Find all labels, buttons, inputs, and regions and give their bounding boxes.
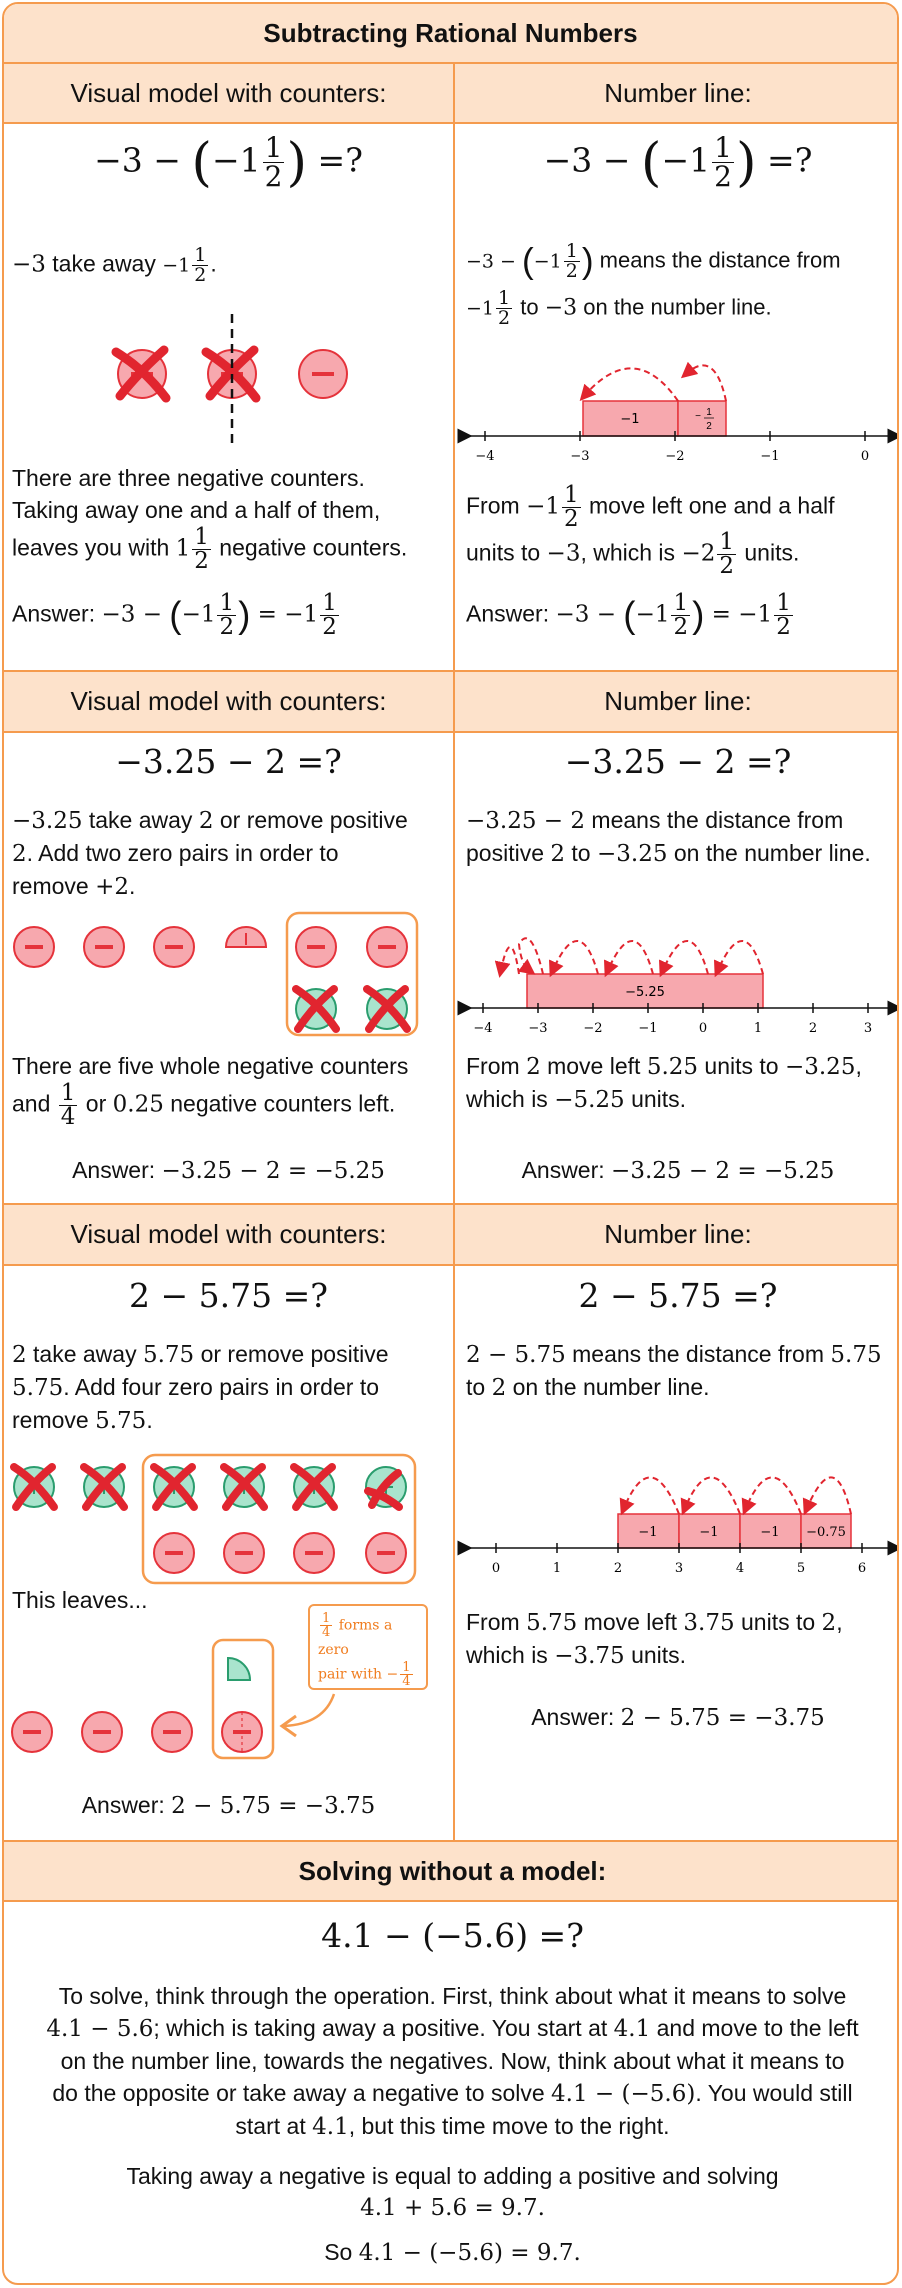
ex2-left-answer: Answer: −3.25 − 2 = −5.25 — [72, 1157, 385, 1184]
svg-text:−: − — [695, 411, 701, 422]
header-solving: Solving without a model: — [4, 1840, 897, 1902]
tick-label: −4 — [475, 449, 494, 464]
header-counters-3: Visual model with counters: — [4, 1203, 453, 1266]
ex3-counters-bottom — [11, 1638, 336, 1760]
tick-label: −4 — [473, 1021, 492, 1036]
tick-label: −1 — [760, 449, 779, 464]
tick-label: −3 — [528, 1021, 547, 1036]
ex2-right-equation: −3.25 − 2 =? — [564, 742, 792, 781]
tick-label: 1 — [754, 1021, 762, 1036]
tick-label: −1 — [638, 1021, 657, 1036]
ex3-number-line: −1 −1 −1 −0.75 0 1 2 3 4 5 6 — [457, 1476, 897, 1576]
header-counters-1: Visual model with counters: — [4, 64, 453, 124]
counter-1 — [111, 345, 171, 403]
solve-equation: 4.1 − (−5.6) =? — [321, 1916, 584, 1955]
ex2-right-answer: Answer: −3.25 − 2 = −5.25 — [521, 1157, 835, 1184]
tick-label: 2 — [809, 1021, 817, 1036]
ex3-left-text: 2 take away 5.75 or remove positive 5.75… — [12, 1341, 389, 1434]
ex2-right-explanation: From 2 move left 5.25 units to −3.25, wh… — [466, 1053, 862, 1113]
tick-label: −3 — [570, 449, 589, 464]
ex2-right-text: −3.25 − 2 means the distance from positi… — [466, 807, 871, 867]
tick-label: 0 — [492, 1561, 500, 1576]
nl-box-label: −1 — [760, 1525, 779, 1540]
tick-label: 6 — [858, 1561, 866, 1576]
tick-label: 2 — [614, 1561, 622, 1576]
ex3-leaves: This leaves... — [12, 1587, 148, 1613]
svg-text:1: 1 — [706, 407, 712, 418]
ex2-left-explanation: There are five whole negative counters a… — [12, 1053, 409, 1130]
solve-conclusion: So 4.1 − (−5.6) = 9.7. — [324, 2239, 581, 2266]
ex3-right-explanation: From 5.75 move left 3.75 units to 2, whi… — [466, 1609, 843, 1669]
ex3-right-answer: Answer: 2 − 5.75 = −3.75 — [531, 1704, 825, 1731]
solve-paragraph: To solve, think through the operation. F… — [46, 1983, 859, 2140]
ex3-right-equation: 2 − 5.75 =? — [578, 1276, 778, 1315]
ex1-number-line: −1 − 1 2 −4 −3 −2 −1 0 — [457, 361, 897, 464]
tick-label: 1 — [553, 1561, 561, 1576]
ex1-counters — [111, 314, 348, 444]
tick-label: 3 — [864, 1021, 872, 1036]
tick-label: −2 — [583, 1021, 602, 1036]
ex1-left-explanation: There are three negative counters. Takin… — [12, 465, 408, 574]
ex2-counters — [13, 911, 419, 1037]
tick-label: −2 — [665, 449, 684, 464]
header-counters-2: Visual model with counters: — [4, 670, 453, 733]
nl-box-label: −0.75 — [806, 1525, 846, 1540]
page-title: Subtracting Rational Numbers — [4, 4, 897, 64]
solve-summary: Taking away a negative is equal to addin… — [126, 2163, 779, 2221]
ex3-equation: 2 − 5.75 =? — [129, 1276, 328, 1315]
column-divider — [453, 64, 455, 1842]
counter-3 — [298, 349, 348, 399]
header-numberline-3: Number line: — [455, 1203, 897, 1266]
ex3-left-answer: Answer: 2 − 5.75 = −3.75 — [81, 1792, 376, 1819]
tick-label: 0 — [699, 1021, 707, 1036]
header-numberline-1: Number line: — [455, 64, 897, 124]
ex1-nl-box1: −1 — [620, 412, 639, 427]
nl-box-label: −1 — [638, 1525, 657, 1540]
tick-label: 3 — [675, 1561, 683, 1576]
ex3-right-text: 2 − 5.75 means the distance from 5.75 to… — [466, 1341, 882, 1401]
svg-text:2: 2 — [706, 421, 712, 432]
tick-label: 0 — [861, 449, 869, 464]
ex2-number-line: −5.25 −4 −3 −2 −1 0 1 2 3 — [457, 937, 897, 1036]
ex2-left-text: −3.25 take away 2 or remove positive 2. … — [12, 807, 408, 900]
tick-label: 4 — [736, 1561, 744, 1576]
tick-label: 5 — [797, 1561, 805, 1576]
nl-box-label: −1 — [699, 1525, 718, 1540]
ex2-equation: −3.25 − 2 =? — [115, 742, 342, 781]
ex2-nl-box: −5.25 — [625, 985, 665, 1000]
ex3-counters-top — [10, 1453, 417, 1585]
header-numberline-2: Number line: — [455, 670, 897, 733]
